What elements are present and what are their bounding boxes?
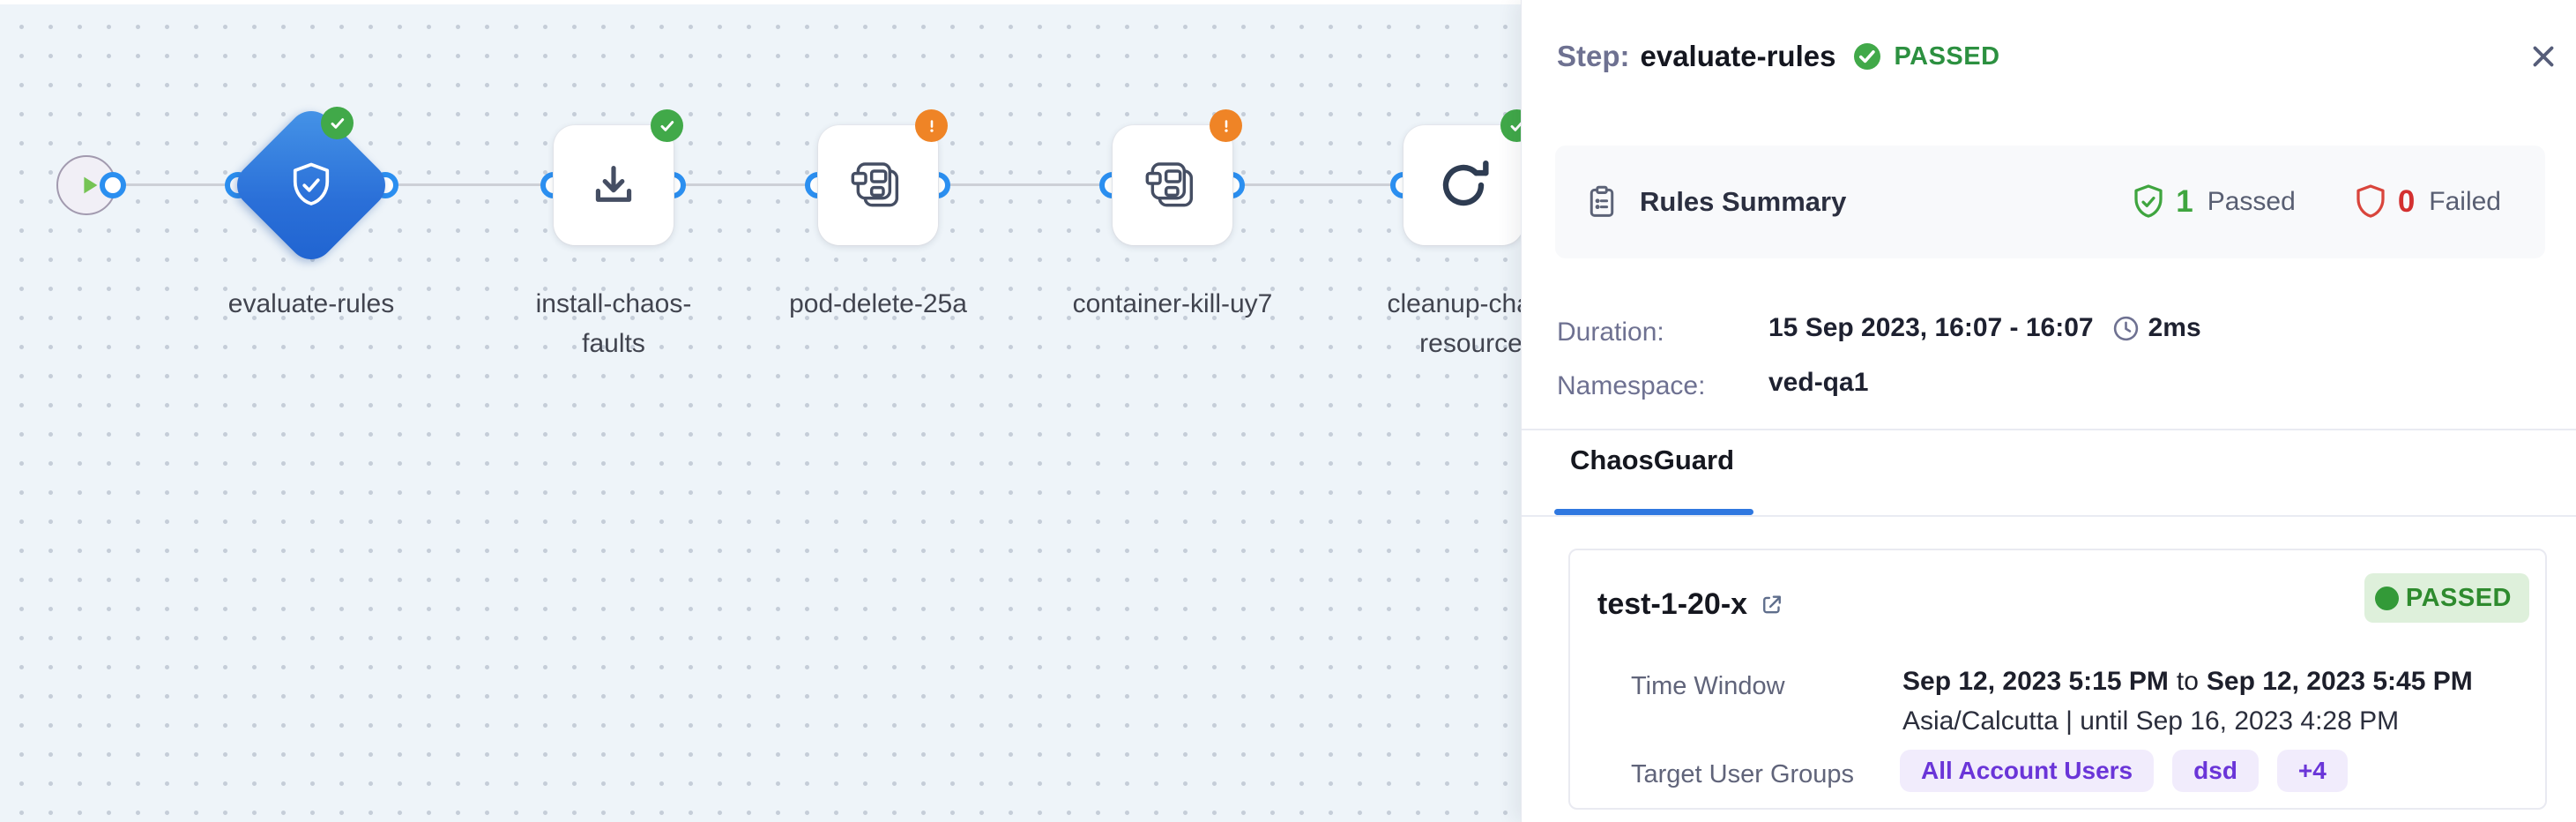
workflow-node-container-kill-uy7[interactable] [1113, 125, 1232, 245]
check-badge-icon [660, 120, 674, 131]
passed-shield-icon [2134, 184, 2163, 218]
duration-value: 15 Sep 2023, 16:07 - 16:07 2ms [1768, 313, 2201, 342]
workflow-node-install-chaos-faults[interactable] [554, 125, 674, 245]
port-start-out[interactable] [100, 172, 126, 198]
rules-passed-count: 1 [2176, 184, 2193, 219]
workflow-node-cleanup-chaos-resources[interactable] [1403, 125, 1523, 245]
node-label-pod-delete-25a: pod-delete-25a [789, 289, 967, 318]
status-badge-passed [651, 109, 683, 142]
active-tab-indicator [1554, 509, 1753, 515]
check-badge-icon [331, 117, 344, 129]
duration-label: Duration: [1557, 318, 1664, 347]
user-group-chip[interactable]: All Account Users [1900, 750, 2155, 792]
tab-chaosguard[interactable]: ChaosGuard [1570, 445, 1735, 475]
rules-failed-count: 0 [2397, 184, 2416, 219]
check-circle-icon [1854, 43, 1881, 70]
user-group-chip[interactable]: dsd [2172, 750, 2259, 792]
workflow-node-pod-delete-25a[interactable] [818, 125, 938, 245]
target-user-groups: All Account Users dsd +4 [1900, 750, 2348, 792]
panel-header: Step: evaluate-rules PASSED [1557, 35, 2000, 78]
clipboard-icon [1590, 185, 1614, 217]
close-icon [2533, 46, 2554, 67]
namespace-label: Namespace: [1557, 371, 1706, 400]
workflow-node-evaluate-rules[interactable] [227, 101, 395, 269]
shield-check-icon [293, 162, 330, 206]
time-window-meta: Asia/Calcutta | until Sep 16, 2023 4:28 … [1902, 706, 2400, 736]
divider [1522, 515, 2576, 517]
chaos-fault-icon [851, 162, 899, 207]
node-label-install-chaos-faults: install-chaos-faults [535, 289, 692, 358]
failed-shield-icon [2356, 184, 2385, 218]
namespace-value: ved-qa1 [1768, 368, 1869, 397]
clock-icon [2113, 316, 2138, 340]
divider [1522, 429, 2576, 430]
check-badge-icon [1510, 120, 1523, 131]
rule-name: test-1-20-x [1597, 587, 1748, 621]
step-prefix-label: Step: [1557, 40, 1630, 72]
status-badge-warning [915, 109, 948, 142]
time-window-label: Time Window [1631, 672, 1785, 700]
chaosguard-rule-card: test-1-20-x PASSED Time Window Sep 12, 2… [1568, 549, 2547, 810]
canvas-top-edge [0, 0, 2576, 4]
duration-time: 2ms [2148, 313, 2201, 342]
warning-badge-icon [1224, 119, 1228, 132]
user-group-chip[interactable]: +4 [2276, 750, 2348, 792]
status-badge-warning [1210, 109, 1242, 142]
node-label-evaluate-rules: evaluate-rules [227, 289, 395, 318]
rule-status-badge: PASSED [2364, 573, 2529, 623]
retry-icon [1442, 161, 1489, 206]
rules-summary-row: Rules Summary 1 Passed 0 Failed [1555, 146, 2545, 258]
status-badge-passed [321, 107, 354, 139]
rules-failed-label: Failed [2429, 187, 2501, 216]
rules-summary-title: Rules Summary [1640, 186, 1847, 217]
external-link-icon[interactable] [1759, 592, 1785, 618]
download-icon [595, 166, 632, 202]
close-panel-button[interactable] [2526, 39, 2561, 74]
status-dot-icon [2374, 586, 2399, 610]
warning-badge-icon [929, 119, 934, 132]
chaos-fault-icon [1145, 162, 1194, 207]
target-user-groups-label: Target User Groups [1631, 760, 1855, 788]
rules-passed-label: Passed [2207, 187, 2296, 216]
step-name: evaluate-rules [1640, 40, 1836, 72]
play-icon [83, 176, 97, 194]
step-status-badge: PASSED [1894, 41, 2000, 71]
node-label-container-kill-uy7: container-kill-uy7 [1072, 289, 1273, 318]
step-details-panel: Step: evaluate-rules PASSED Rules Summar… [1521, 0, 2576, 822]
